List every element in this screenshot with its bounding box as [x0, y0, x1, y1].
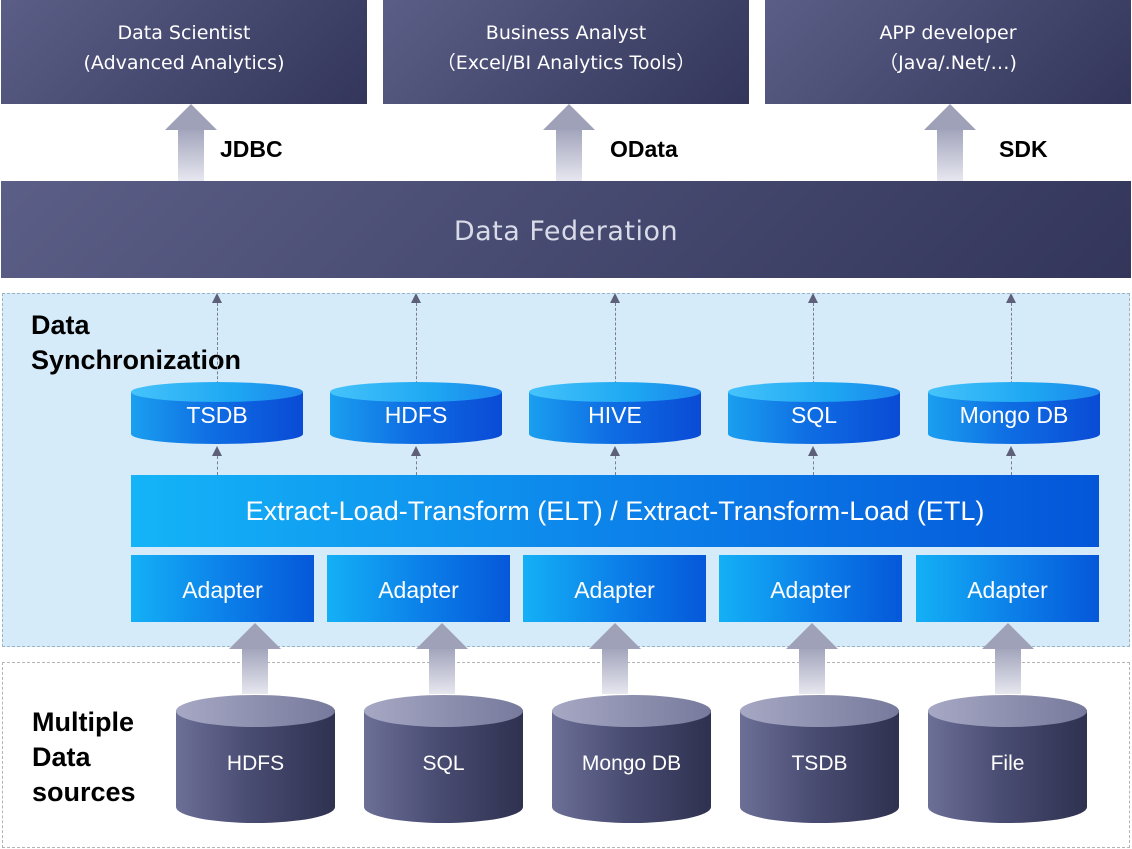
source-cylinder-mongodb: Mongo DB [552, 695, 711, 823]
source-label: File [990, 752, 1025, 775]
storage-cylinder-hive: HIVE [529, 382, 701, 444]
dashed-up-arrow-icon [1005, 446, 1017, 475]
protocol-odata-label: OData [610, 136, 678, 162]
adapter-label: Adapter [770, 577, 851, 603]
source-cylinder-hdfs: HDFS [176, 695, 335, 823]
storage-cylinder-hdfs: HDFS [330, 382, 502, 444]
elt-etl-label: Extract-Load-Transform (ELT) / Extract-T… [245, 495, 985, 526]
data-synchronization-title: Data Synchronization [31, 310, 242, 375]
source-label: Mongo DB [581, 752, 682, 775]
up-arrow-icon [543, 104, 595, 181]
source-label: HDFS [226, 752, 285, 775]
elt-etl-bar: Extract-Load-Transform (ELT) / Extract-T… [131, 475, 1099, 547]
adapter-box: Adapter [523, 555, 706, 622]
dashed-up-arrow-icon [807, 446, 819, 475]
up-arrow-icon [589, 623, 641, 694]
up-arrow-icon [229, 623, 281, 694]
adapter-label: Adapter [967, 577, 1048, 603]
dashed-up-arrow-icon [211, 446, 223, 475]
consumer-subtitle: （Excel/BI Analytics Tools） [436, 52, 696, 74]
consumer-title: Data Scientist [117, 22, 251, 44]
dashed-up-arrow-icon [1005, 293, 1017, 389]
up-arrow-icon [924, 104, 976, 181]
adapter-label: Adapter [182, 577, 263, 603]
up-arrow-icon [416, 623, 468, 694]
up-arrow-icon [165, 104, 217, 181]
consumer-title: APP developer [879, 22, 1017, 44]
dashed-up-arrow-icon [410, 293, 422, 389]
storage-label: HIVE [588, 402, 642, 428]
consumer-subtitle: (Advanced Analytics) [83, 52, 285, 74]
data-federation-bar: Data Federation [1, 181, 1131, 278]
storage-label: SQL [790, 402, 838, 428]
storage-cylinder-mongodb: Mongo DB [928, 382, 1100, 444]
source-label: TSDB [791, 752, 848, 775]
consumer-app-developer: APP developer （Java/.Net/…) [765, 0, 1131, 104]
dashed-up-arrow-icon [410, 446, 422, 475]
consumer-business-analyst: Business Analyst （Excel/BI Analytics Too… [383, 0, 749, 104]
source-cylinder-tsdb: TSDB [740, 695, 899, 823]
protocol-sdk-label: SDK [999, 136, 1048, 162]
storage-label: TSDB [186, 402, 248, 428]
data-federation-label: Data Federation [453, 216, 679, 247]
dashed-up-arrow-icon [807, 293, 819, 389]
source-cylinder-file: File [928, 695, 1087, 823]
adapter-box: Adapter [327, 555, 510, 622]
storage-label: HDFS [384, 402, 448, 428]
storage-cylinder-sql: SQL [728, 382, 900, 444]
data-sources-title: Multiple Data sources [32, 707, 136, 807]
consumer-subtitle: （Java/.Net/…) [879, 52, 1017, 74]
dashed-up-arrow-icon [609, 446, 621, 475]
adapter-box: Adapter [916, 555, 1099, 622]
source-cylinder-sql: SQL [364, 695, 523, 823]
dashed-up-arrow-icon [609, 293, 621, 389]
up-arrow-icon [786, 623, 838, 694]
protocol-jdbc-label: JDBC [220, 136, 283, 162]
up-arrow-icon [982, 623, 1034, 694]
adapter-label: Adapter [574, 577, 655, 603]
adapter-label: Adapter [378, 577, 459, 603]
adapter-box: Adapter [131, 555, 314, 622]
consumer-title: Business Analyst [485, 22, 647, 44]
consumer-data-scientist: Data Scientist (Advanced Analytics) [1, 0, 367, 104]
dashed-up-arrow-icon [211, 293, 223, 389]
storage-label: Mongo DB [959, 402, 1069, 428]
source-label: SQL [422, 752, 465, 775]
adapter-box: Adapter [719, 555, 902, 622]
storage-cylinder-tsdb: TSDB [131, 382, 303, 444]
